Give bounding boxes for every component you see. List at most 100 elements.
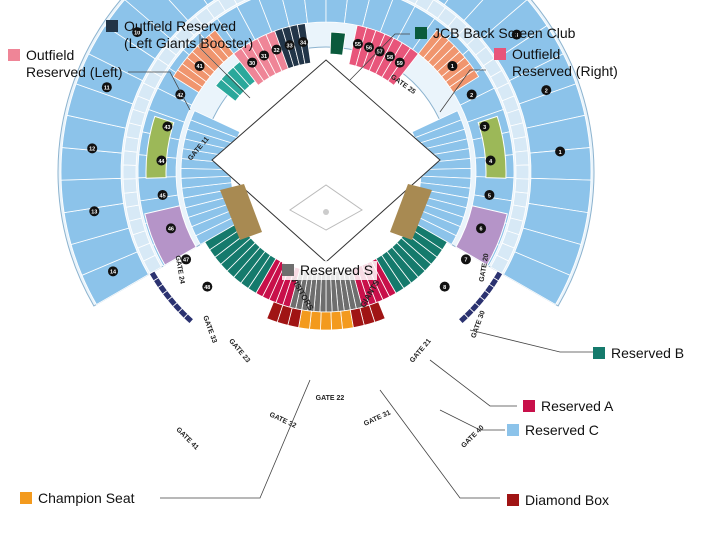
leader-line [160,379,311,499]
leader-line [439,409,505,431]
gate-label: GATE 31 [363,409,392,428]
third-base-number-bg [157,189,168,200]
outfield-left-number: 33 [287,43,293,49]
gate-label: GATE 23 [227,338,251,365]
outfield-left-number: 30 [249,61,255,67]
outfield-right-number-bg [374,46,385,57]
walkway-band [123,136,140,153]
legend-reserved-s: Reserved S [282,261,378,280]
olive-section-left [145,115,175,179]
first-base-number: 2 [470,93,473,99]
legend-label-line-1: Outfield Reserved [124,18,237,34]
third-base-number: 46 [168,227,174,233]
third-base-number-bg [194,60,205,71]
third-base-number-bg [202,281,213,292]
dugout-left [220,184,262,240]
gate-label: GATE 33 [201,315,217,344]
champion-seat-block [330,310,343,331]
gate-label: GATE 24 [174,255,186,285]
first-base-number-bg [460,254,471,265]
third-base-number: 41 [197,64,203,70]
legend-swatch-reserved-s [282,264,294,276]
third-base-number-bg [181,254,192,265]
first-base-number: 3 [483,125,486,131]
diamond-box-right [349,307,365,329]
legend-label-line-2: Reserved (Right) [512,63,618,79]
reserved-c-outer-block [203,0,216,6]
first-base-number: 1 [451,64,454,70]
third-base-number: 43 [164,125,170,131]
walkway-band [122,150,138,166]
leader-line [349,33,410,81]
purple-section-left [144,205,197,266]
legend-diamond-box: Diamond Box [507,492,609,509]
leader-line [429,359,517,407]
first-base-number: 4 [489,159,493,165]
third-base-number: 47 [183,258,189,264]
first-base-number-bg [485,155,496,166]
legend-label-line-2: Reserved (Left) [26,64,123,80]
outfield-right-number: 58 [387,55,393,61]
legend-label: Diamond Box [525,492,610,508]
walkway-band [122,164,137,180]
legend-label-line-1: Outfield [26,47,75,63]
third-base-number-bg [162,121,173,132]
legend-label: Reserved A [541,398,614,414]
legend-label: Reserved S [300,262,374,278]
legend-outfield-reserved-left: Outfield Reserved (Left) [8,47,122,81]
first-base-number-bg [476,223,487,234]
outer-block-number-bg [541,85,552,96]
outfield-right-number: 56 [366,45,372,51]
teal-block-left [232,61,256,87]
walkway-band [234,0,247,5]
outer-block-number-bg [108,266,119,277]
outer-block-number-bg [132,27,143,38]
first-base-number-bg [447,60,458,71]
third-base-number-bg [156,155,167,166]
outfield-right-number: 57 [377,50,383,56]
outfield-left-number: 31 [261,54,267,60]
legend-outfield-reserved-right: Outfield Reserved (Right) [494,46,618,80]
first-base-number-bg [439,281,450,292]
third-base-number-bg [165,223,176,234]
third-base-number: 44 [158,159,165,165]
diamond-box-left [266,301,284,323]
legend-jcb-back-screen-club: JCB Back Screen Club [415,25,575,42]
walkway-band [512,191,529,208]
outfield-left-number: 32 [273,48,279,54]
outer-block-number: 3 [515,33,518,39]
walkway-band [122,178,138,194]
purple-section-right [455,205,508,266]
legend-swatch-diamond-box [507,494,519,506]
walkway-band [514,150,530,166]
leader-line [379,389,500,499]
outfield-left-number-bg [259,50,270,61]
outer-block-number-bg [101,82,112,93]
legend-swatch-reserved-c [507,424,519,436]
third-base-number: 45 [160,193,166,199]
legend-swatch-reserved-b [593,347,605,359]
outfield-reserved-right-block [387,47,419,86]
first-base-number-bg [479,121,490,132]
outer-block-number: 12 [89,147,95,153]
navy-box-left [148,270,160,282]
legend-swatch-giants-booster [106,20,118,32]
infield-diamond [289,184,363,231]
outer-block-number: 14 [110,270,117,276]
reserved-c-outer-block [502,251,571,306]
walkway-band [514,178,530,194]
outer-block-number: 1 [559,150,562,156]
first-base-number: 5 [488,193,491,199]
outer-block-number-bg [87,143,98,154]
outer-block-number-bg [511,29,522,40]
first-base-number-bg [484,189,495,200]
outfield-right-number: 59 [397,61,403,67]
champion-seat-block [320,311,332,331]
outfield-left-number-bg [247,57,258,68]
walkway-band [125,204,143,222]
reserved-a-left [255,258,282,298]
first-base-number: 8 [443,285,446,291]
legend-swatch-reserved-a [523,400,535,412]
